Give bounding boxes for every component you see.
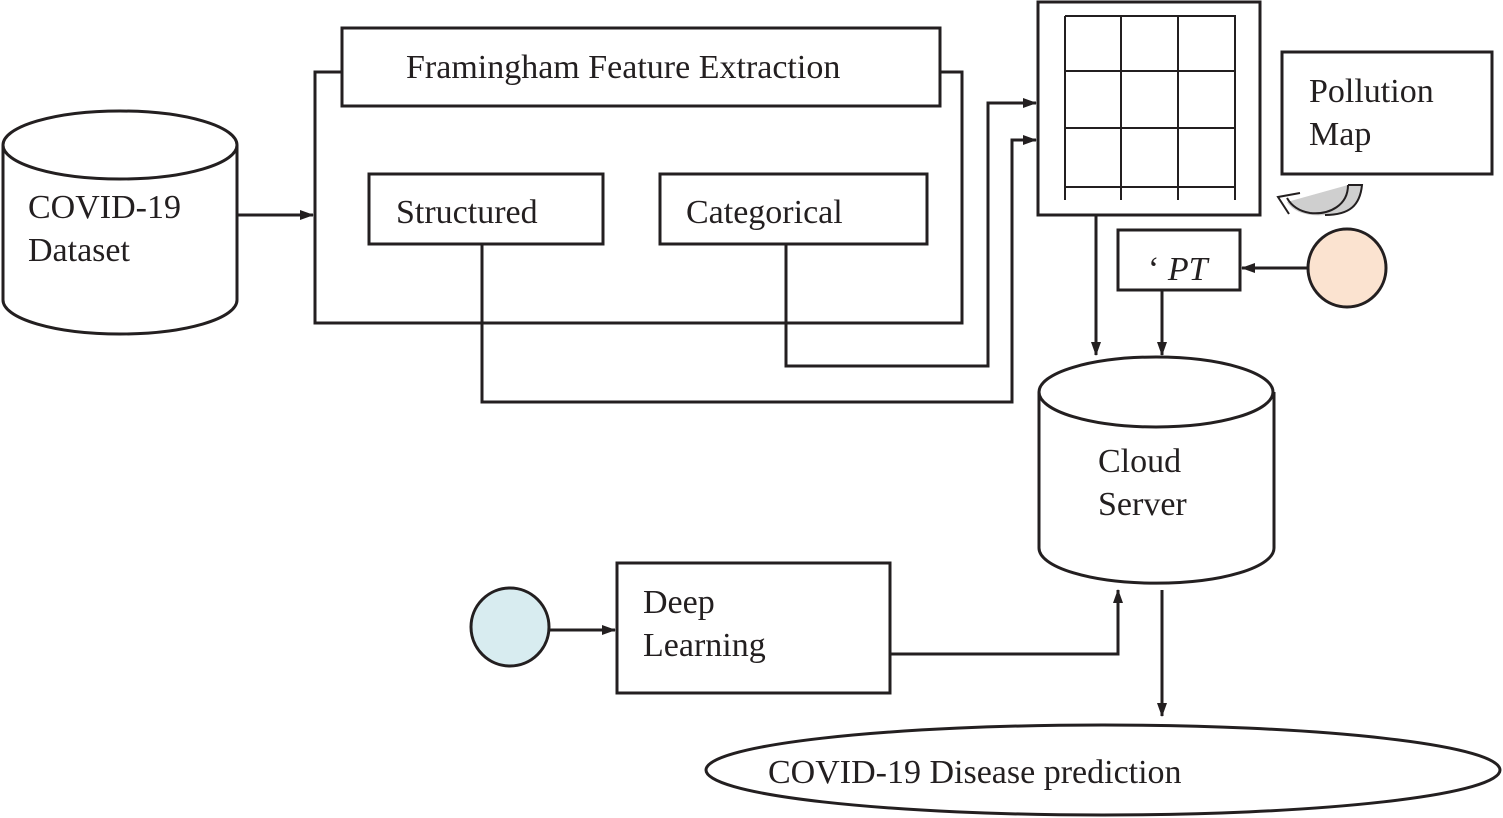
dataset-label-line1: COVID-19 [28,189,181,226]
pt-box [1116,228,1242,292]
pollution-map-label-line1: Pollution [1309,73,1434,110]
feature-extraction-container [313,70,964,325]
prediction-ellipse [704,723,1502,817]
deep-learning-label-line1: Deep [643,584,715,621]
curl-arrow-icon [1276,184,1364,216]
structured-label: Structured [396,194,538,231]
pollution-map-box [1280,50,1494,176]
arrow-structured-to-grid [480,135,1037,404]
pt-prefix: ‘ [1148,251,1160,288]
cloud-server-cylinder [1037,355,1276,585]
deep-learning-box [615,561,892,695]
feature-extraction-label: Framingham Feature Extraction [406,49,841,86]
cloud-server-label-line2: Server [1098,486,1187,523]
pt-text: PT [1167,251,1208,288]
pt-source-circle [1306,227,1388,309]
prediction-label: COVID-19 Disease prediction [768,754,1182,791]
pt-label: ‘ PT [1148,248,1208,291]
arrow-categorical-to-grid [784,98,1037,368]
deep-learning-label-line2: Learning [643,627,766,664]
dataset-label-line2: Dataset [28,232,130,269]
structured-box [367,172,605,246]
arrow-deeplearning-to-cloud [890,589,1123,656]
dataset-cylinder [1,109,239,336]
pollution-map-label-line2: Map [1309,116,1372,153]
dl-source-circle [469,586,551,668]
feature-extraction-box [340,26,942,108]
cloud-server-label-line1: Cloud [1098,443,1182,480]
categorical-box [658,172,929,246]
categorical-label: Categorical [686,194,843,231]
grid-matrix [1036,0,1262,217]
